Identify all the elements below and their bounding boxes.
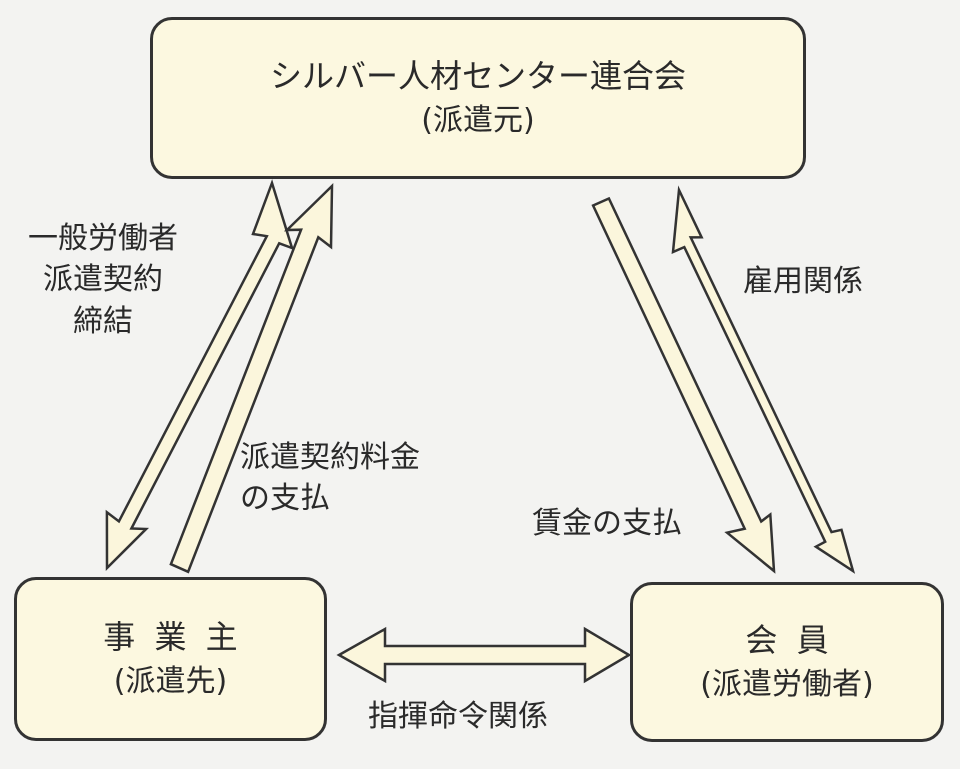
federation-title: シルバー人材センター連合会: [269, 57, 686, 96]
employer-role: (派遣先): [113, 664, 228, 700]
federation-role: (派遣元): [421, 103, 535, 139]
federation-box: シルバー人材センター連合会 (派遣元): [150, 17, 806, 179]
employment-double-arrow: [671, 185, 856, 574]
command-double-arrow: [336, 626, 632, 684]
fee-label: 派遣契約料金 の支払: [240, 437, 420, 520]
member-role: (派遣労働者): [700, 667, 874, 703]
fee-label-line: の支払: [240, 481, 330, 517]
command-label: 指揮命令関係: [368, 699, 548, 734]
contract-label-line: 締結: [73, 303, 133, 339]
fee-label-line: 派遣契約料金: [240, 440, 420, 475]
wage-payment-arrow: [591, 196, 776, 574]
employer-title: 事業主: [103, 618, 257, 657]
contract-label: 一般労働者 派遣契約 締結: [28, 218, 178, 342]
member-box: 会員 (派遣労働者): [630, 582, 944, 742]
employer-box: 事業主 (派遣先): [14, 577, 327, 741]
wage-label: 賃金の支払: [532, 506, 682, 541]
contract-label-line: 派遣契約: [43, 262, 163, 298]
fee-payment-arrow: [169, 182, 334, 574]
contract-double-arrow: [105, 179, 294, 572]
employment-label: 雇用関係: [743, 264, 863, 299]
member-title: 会員: [745, 621, 848, 660]
contract-label-line: 一般労働者: [28, 221, 178, 256]
